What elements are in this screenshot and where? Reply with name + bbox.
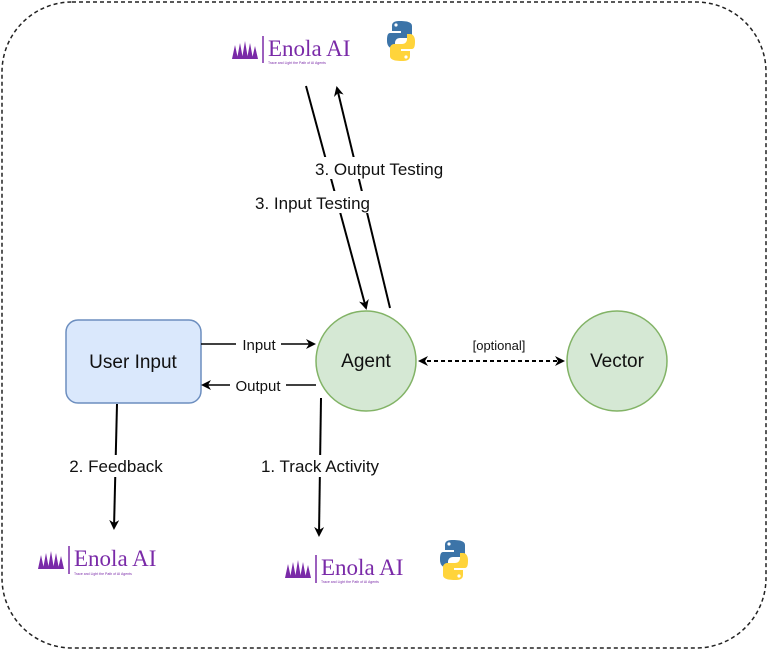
feedback-label: 2. Feedback	[69, 457, 163, 476]
input-testing-label: 3. Input Testing	[255, 194, 370, 213]
enola-logo-bottom-center: Enola AI Trace and Light the Path of AI …	[285, 540, 468, 584]
python-logo-icon	[440, 540, 468, 580]
enola-ai-logo-icon	[38, 551, 64, 569]
enola-ai-logo-icon	[285, 560, 311, 578]
brand-tagline: Trace and Light the Path of AI Agents	[74, 572, 132, 576]
brand-name: Enola AI	[321, 555, 403, 580]
optional-label: [optional]	[473, 338, 526, 353]
output-label: Output	[235, 378, 281, 395]
enola-ai-logo-icon	[232, 41, 258, 59]
agent-node	[315, 310, 417, 412]
agent-label: Agent	[341, 351, 391, 372]
user-input-label: User Input	[89, 352, 177, 373]
output-testing-label: 3. Output Testing	[315, 160, 443, 179]
user-input-node	[65, 319, 202, 404]
brand-name: Enola AI	[268, 36, 350, 61]
enola-logo-bottom-left: Enola AI Trace and Light the Path of AI …	[38, 546, 156, 576]
python-logo-icon	[387, 21, 415, 61]
brand-tagline: Trace and Light the Path of AI Agents	[321, 580, 379, 584]
vector-label: Vector	[590, 351, 645, 372]
brand-name: Enola AI	[74, 546, 156, 571]
brand-tagline: Trace and Light the Path of AI Agents	[268, 61, 326, 65]
enola-logo-top: Enola AI Trace and Light the Path of AI …	[232, 21, 415, 65]
vector-node	[566, 310, 668, 412]
input-label: Input	[242, 337, 276, 354]
track-activity-label: 1. Track Activity	[261, 457, 380, 476]
